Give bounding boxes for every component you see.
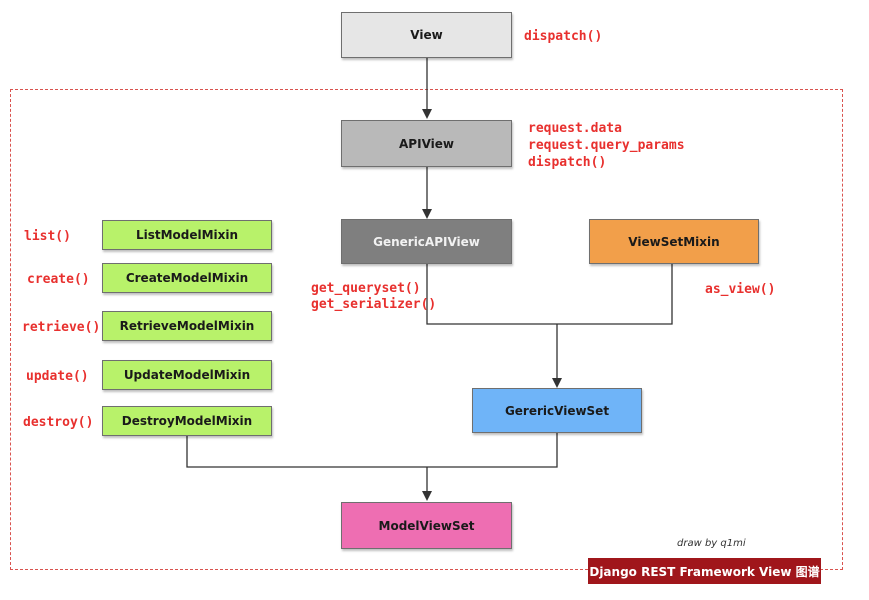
mixin-method-destroy: destroy() — [23, 415, 94, 430]
edge-genericviewset-modelviewset — [427, 433, 558, 468]
destroymodelmixin-node: DestroyModelMixin — [102, 406, 272, 436]
apiview-node: APIView — [341, 120, 512, 167]
mixin-method-retrieve: retrieve() — [22, 320, 101, 335]
destroymodelmixin-node-label: DestroyModelMixin — [121, 414, 253, 428]
genericapiview-node: GenericAPIView — [341, 219, 512, 264]
genericapiview-node-label: GenericAPIView — [373, 234, 480, 249]
mixin-method-create: create() — [27, 272, 90, 287]
edge-genericapiview-genericviewset — [426, 264, 557, 325]
apiview-method-query-params: request.query_params — [528, 138, 685, 153]
genericapiview-method-get-serializer: get_serializer() — [311, 297, 437, 312]
listmodelmixin-node: ListModelMixin — [102, 220, 272, 250]
credit-text: draw by q1mi — [677, 538, 746, 549]
createmodelmixin-node: CreateModelMixin — [102, 263, 272, 293]
retrievemodelmixin-node-label: RetrieveModelMixin — [119, 319, 255, 333]
title-badge: Django REST Framework View 图谱 — [588, 558, 821, 584]
mixin-method-update: update() — [26, 369, 89, 384]
view-method-dispatch: dispatch() — [524, 29, 603, 44]
view-node: View — [341, 12, 512, 58]
viewsetmixin-method-as-view: as_view() — [705, 282, 776, 297]
edge-viewsetmixin-genericviewset — [557, 264, 673, 325]
retrievemodelmixin-node: RetrieveModelMixin — [102, 311, 272, 341]
apiview-method-dispatch: dispatch() — [528, 155, 607, 170]
edge-mixins-modelviewset — [186, 434, 427, 468]
modelviewset-node-label: ModelViewSet — [378, 518, 475, 533]
createmodelmixin-node-label: CreateModelMixin — [125, 271, 249, 285]
apiview-method-request-data: request.data — [528, 121, 622, 136]
listmodelmixin-node-label: ListModelMixin — [135, 228, 239, 242]
updatemodelmixin-node: UpdateModelMixin — [102, 360, 272, 390]
genericapiview-method-get-queryset: get_queryset() — [311, 281, 421, 296]
viewsetmixin-node-label: ViewSetMixin — [628, 234, 720, 249]
apiview-node-label: APIView — [399, 136, 454, 151]
genericviewset-node-label: GerericViewSet — [504, 403, 610, 418]
genericviewset-node: GerericViewSet — [472, 388, 642, 433]
view-node-label: View — [410, 28, 443, 42]
updatemodelmixin-node-label: UpdateModelMixin — [123, 368, 251, 382]
mixin-method-list: list() — [24, 229, 71, 244]
viewsetmixin-node: ViewSetMixin — [589, 219, 759, 264]
modelviewset-node: ModelViewSet — [341, 502, 512, 549]
title-badge-label: Django REST Framework View 图谱 — [589, 564, 820, 579]
